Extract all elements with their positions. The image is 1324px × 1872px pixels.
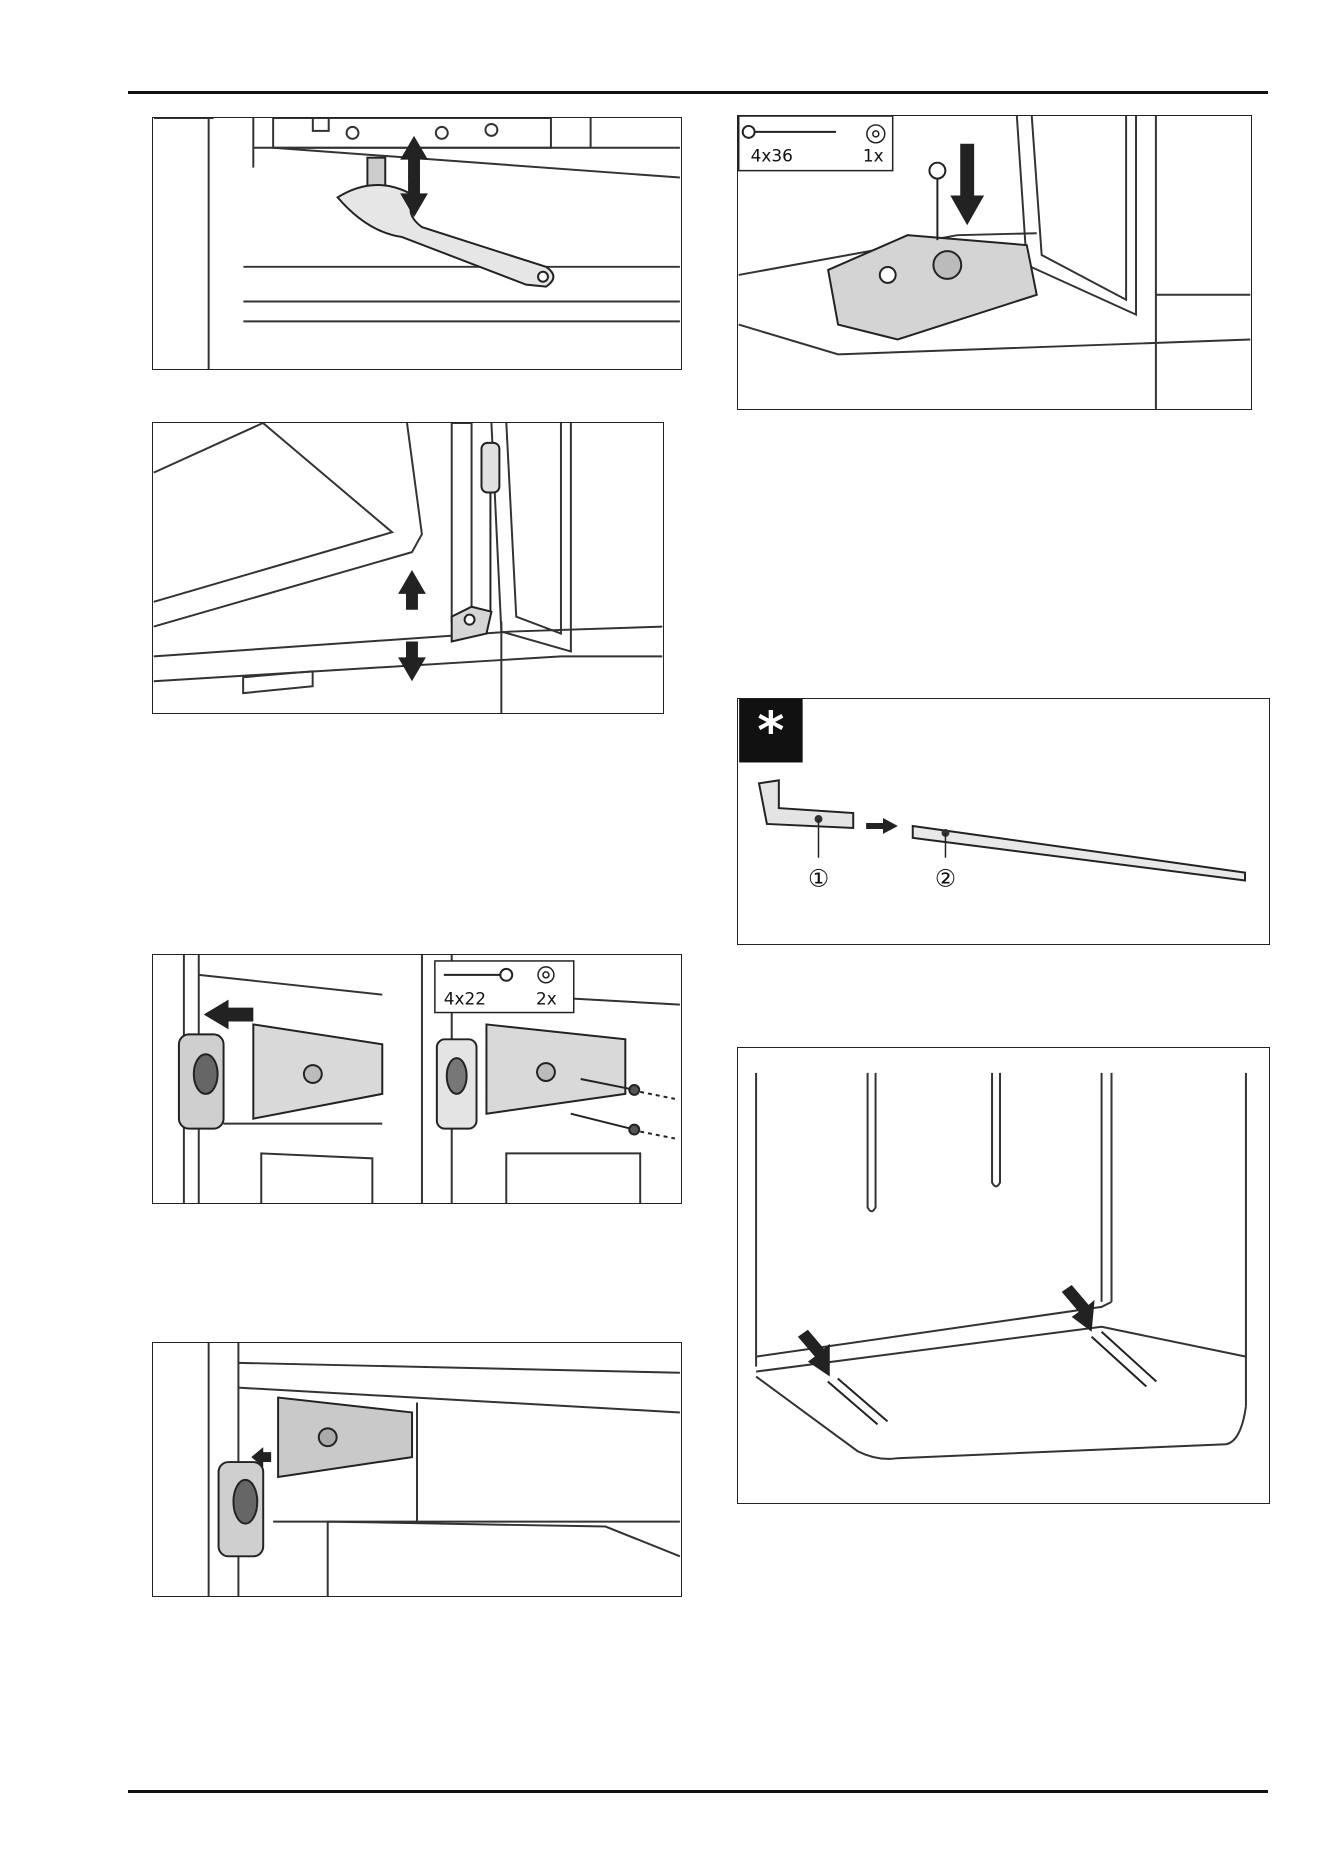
screw-parts-box: 4x36 1x bbox=[739, 116, 893, 171]
wrench bbox=[338, 185, 554, 287]
arrow-left-icon bbox=[798, 1330, 830, 1377]
figure-hinge-cover-screws: 4x22 2x bbox=[152, 954, 682, 1204]
cover bbox=[219, 1462, 264, 1556]
hinge-attach-illustration bbox=[153, 1343, 681, 1596]
figure-hinge-cover-attach bbox=[152, 1342, 682, 1597]
foot-adjust-illustration bbox=[153, 118, 681, 369]
screw-icon bbox=[929, 163, 945, 240]
figure-door-adjust bbox=[152, 422, 664, 714]
part-2-rod bbox=[913, 826, 1245, 881]
part-1-connector bbox=[759, 780, 853, 828]
wall-screw-illustration: 4x36 1x bbox=[738, 116, 1251, 409]
hinge-cover-illustration: 4x22 2x bbox=[153, 955, 681, 1203]
hinge-right bbox=[486, 1024, 625, 1113]
figure-wall-screw: 4x36 1x bbox=[737, 115, 1252, 410]
arrow-icon bbox=[866, 818, 898, 834]
left-arrow-icon bbox=[204, 1000, 254, 1030]
up-down-arrow-icon bbox=[398, 570, 426, 681]
callout-2: ② bbox=[935, 864, 956, 892]
hinge-block bbox=[452, 607, 492, 642]
screw-size-label: 4x36 bbox=[751, 146, 793, 166]
screw-size-label: 4x22 bbox=[444, 989, 486, 1009]
screw-qty-label: 2x bbox=[536, 989, 557, 1009]
star-icon: * bbox=[757, 702, 784, 762]
mounting-block bbox=[828, 235, 1037, 339]
cover-left bbox=[179, 1034, 224, 1128]
tool-parts-illustration: * ① ② bbox=[738, 699, 1269, 944]
door-adjust-illustration bbox=[153, 423, 663, 713]
cover-right bbox=[437, 1039, 477, 1128]
slot-right bbox=[1092, 1332, 1157, 1387]
hinge-left bbox=[253, 1024, 382, 1118]
figure-tool-parts: * ① ② bbox=[737, 698, 1270, 945]
figure-appliance-base bbox=[737, 1047, 1270, 1504]
header-rule bbox=[128, 91, 1268, 94]
slot-left bbox=[828, 1379, 888, 1425]
footer-rule bbox=[128, 1790, 1268, 1793]
arrow-right-icon bbox=[1062, 1285, 1095, 1332]
callout-1: ① bbox=[808, 864, 829, 892]
figure-foot-adjust bbox=[152, 117, 682, 370]
appliance-base-illustration bbox=[738, 1048, 1269, 1503]
hinge bbox=[278, 1398, 412, 1477]
screw-qty-label: 1x bbox=[863, 146, 884, 166]
down-arrow-icon bbox=[950, 144, 984, 225]
screw-parts-box: 4x22 2x bbox=[435, 961, 574, 1013]
